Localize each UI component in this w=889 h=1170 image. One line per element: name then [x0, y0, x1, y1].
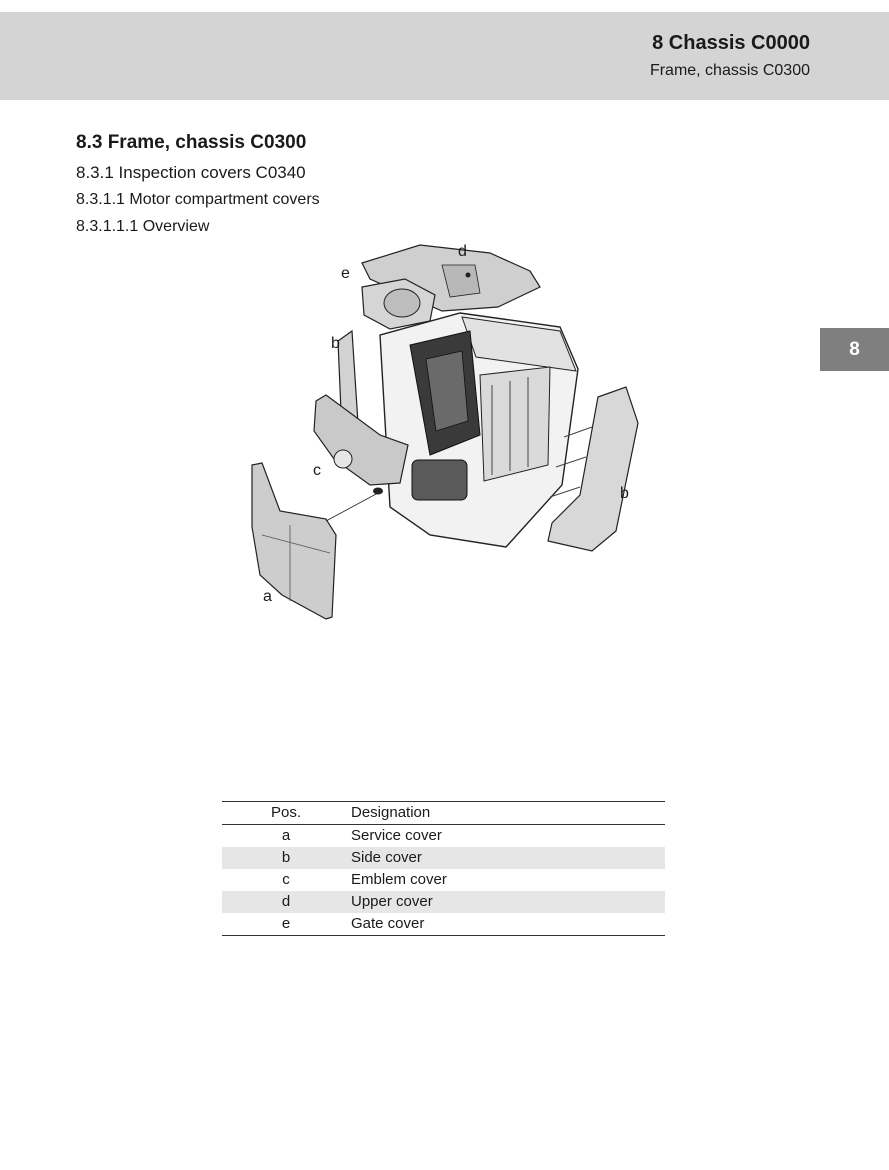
callout-b-right: b — [620, 485, 629, 502]
table-row: d Upper cover — [222, 891, 665, 913]
heading-level-4: 8.3.1.1.1 Overview — [76, 218, 210, 235]
callout-c: c — [313, 462, 321, 479]
table-header-designation: Designation — [350, 801, 665, 825]
table-cell-designation: Service cover — [351, 827, 442, 844]
heading-level-1: 8.3 Frame, chassis C0300 — [76, 132, 307, 153]
page-header-band — [0, 12, 889, 100]
table-cell-pos: c — [282, 871, 290, 888]
callout-d: d — [458, 243, 467, 260]
table-cell-designation: Emblem cover — [351, 871, 447, 888]
table-cell-pos: d — [222, 891, 350, 913]
header-chapter-title: 8 Chassis C0000 — [652, 32, 810, 54]
heading-level-3: 8.3.1.1 Motor compartment covers — [76, 191, 320, 208]
table-cell-designation: Gate cover — [350, 913, 665, 936]
table-row: a Service cover — [222, 825, 665, 848]
callout-b-left: b — [331, 335, 340, 352]
chapter-tab[interactable]: 8 — [820, 328, 889, 371]
table-header-row: Pos. Designation — [222, 801, 665, 825]
table-row: b Side cover — [222, 847, 665, 869]
table-cell-designation: Side cover — [350, 847, 665, 869]
callout-a: a — [263, 588, 272, 605]
exploded-view-figure: d e b c b a — [230, 235, 660, 635]
table-cell-pos: e — [222, 913, 350, 936]
table-cell-designation: Upper cover — [350, 891, 665, 913]
heading-level-2: 8.3.1 Inspection covers C0340 — [76, 163, 306, 182]
table-header-pos: Pos. — [222, 801, 350, 825]
table-cell-pos: a — [281, 827, 291, 844]
table-row: c Emblem cover — [222, 869, 665, 891]
side-cover-right-shape — [547, 386, 639, 552]
header-section-title: Frame, chassis C0300 — [649, 62, 810, 79]
service-cover-shape — [251, 462, 337, 620]
callout-e: e — [341, 265, 350, 282]
table-cell-pos: b — [222, 847, 350, 869]
emblem-cover-shape — [313, 394, 409, 486]
parts-table: Pos. Designation a Service cover b Side … — [222, 801, 665, 936]
table-row: e Gate cover — [222, 913, 665, 936]
